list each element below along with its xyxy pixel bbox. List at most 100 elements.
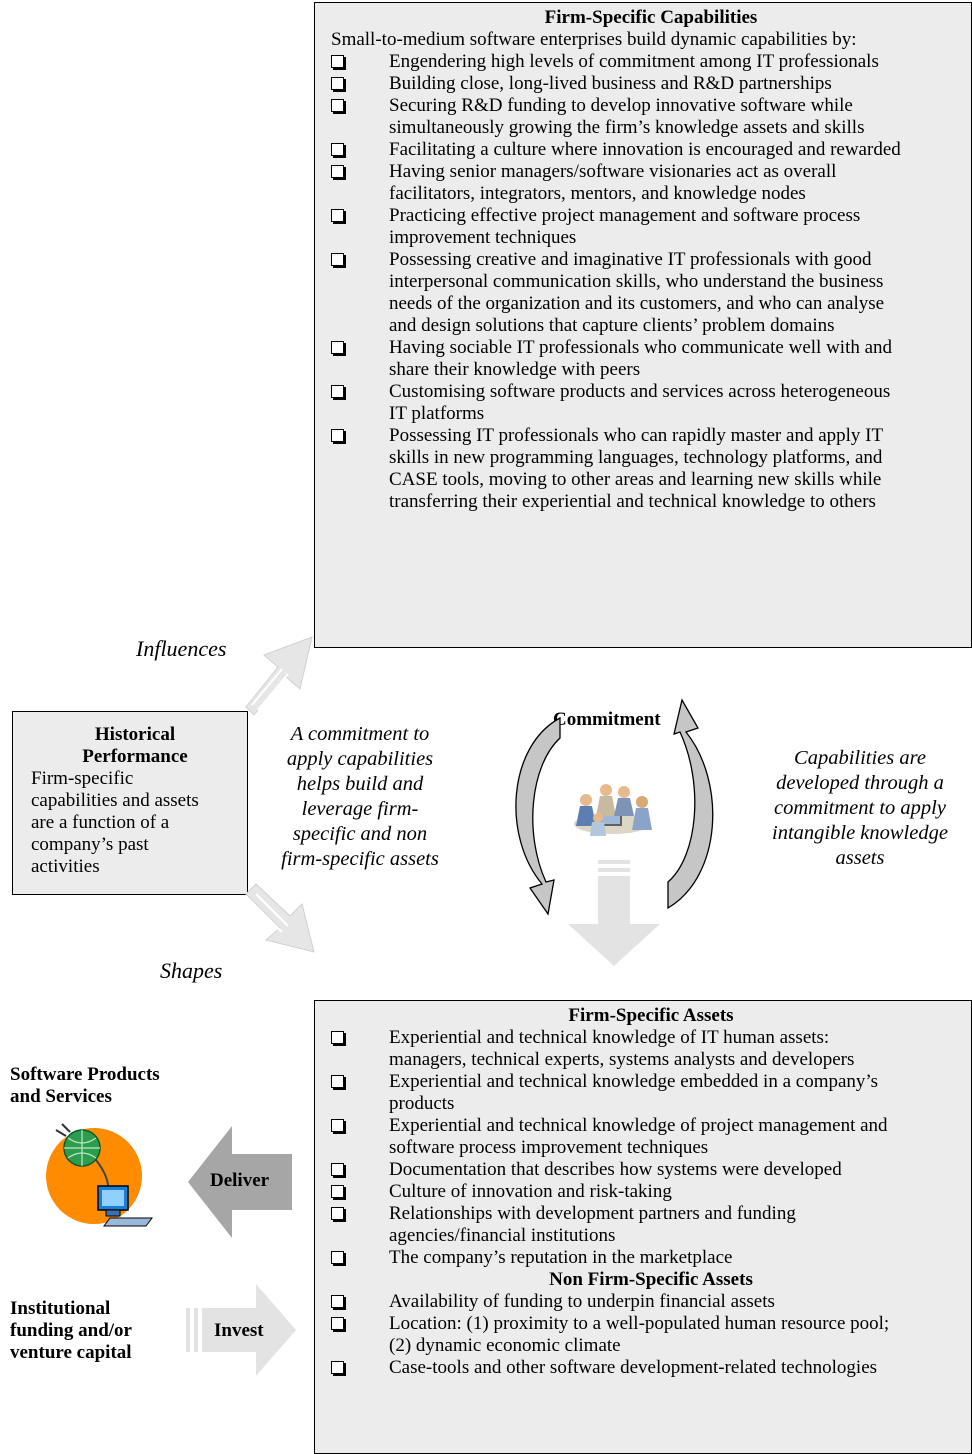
capabilities-list: Engendering high levels of commitment am… [331,51,971,513]
invest-label: Invest [214,1320,264,1341]
influences-label: Influences [136,636,227,661]
historical-body-line: Firm-specific [31,768,134,789]
checklist-item: Location: (1) proximity to a well-popula… [331,1313,971,1357]
checklist-item-text: agencies/financial institutions [389,1225,616,1246]
checkbox-bullet-icon [331,1185,344,1198]
checklist-item: Customising software products and servic… [331,381,971,425]
checklist-item-text: CASE tools, moving to other areas and le… [389,469,882,490]
capabilities-developed-line: intangible knowledge [772,822,948,844]
checklist-item-text: Customising software products and servic… [389,381,891,402]
assets-list: Experiential and technical knowledge of … [331,1027,971,1269]
institutional-funding-line: venture capital [10,1342,132,1363]
checklist-item-text: Facilitating a culture where innovation … [389,139,901,160]
checklist-item-text: IT platforms [389,403,485,424]
checklist-item-text: (2) dynamic economic climate [389,1335,621,1356]
checkbox-bullet-icon [331,1251,344,1264]
checklist-item-text: Experiential and technical knowledge emb… [389,1071,879,1092]
historical-title-1: Historical [94,724,176,745]
checkbox-bullet-icon [331,77,344,90]
checklist-item: Securing R&D funding to develop innovati… [331,95,971,139]
capabilities-box: Firm-Specific Capabilities Small-to-medi… [314,2,972,648]
checklist-item-text: Possessing creative and imaginative IT p… [389,249,872,270]
assets-box: Firm-Specific Assets Experiential and te… [314,1000,972,1454]
checkbox-bullet-icon [331,1119,344,1132]
checklist-item: Relationships with development partners … [331,1203,971,1247]
institutional-funding-line: Institutional [10,1298,111,1319]
checklist-item-text: Securing R&D funding to develop innovati… [389,95,853,116]
checkbox-bullet-icon [331,1031,344,1044]
checklist-item: Case-tools and other software developmen… [331,1357,971,1379]
historical-body-line: activities [31,856,100,877]
capabilities-intro: Small-to-medium software enterprises bui… [331,29,857,50]
capabilities-developed-line: commitment to apply [774,797,946,819]
deliver-arrow [188,1126,292,1238]
checklist-item-text: products [389,1093,455,1114]
checklist-item: Possessing IT professionals who can rapi… [331,425,971,513]
historical-title-2: Performance [82,746,188,767]
checkbox-bullet-icon [331,253,344,266]
checklist-item-text: The company’s reputation in the marketpl… [389,1247,733,1268]
checklist-item: Culture of innovation and risk-taking [331,1181,971,1203]
capabilities-title: Firm-Specific Capabilities [544,7,758,28]
checklist-item: Having senior managers/software visionar… [331,161,971,205]
deliver-label: Deliver [210,1170,270,1191]
checklist-item-text: simultaneously growing the firm’s knowle… [389,117,865,138]
checkbox-bullet-icon [331,1207,344,1220]
checklist-item: Documentation that describes how systems… [331,1159,971,1181]
checkbox-bullet-icon [331,341,344,354]
checklist-item-text: Location: (1) proximity to a well-popula… [389,1313,890,1334]
institutional-funding-line: funding and/or [10,1320,132,1341]
checkbox-bullet-icon [331,1075,344,1088]
checkbox-bullet-icon [331,429,344,442]
checklist-item: Having sociable IT professionals who com… [331,337,971,381]
shapes-label: Shapes [160,958,223,983]
commitment-leverage-line: firm-specific assets [281,848,439,870]
globe-computer-image [46,1123,153,1227]
checklist-item: Experiential and technical knowledge of … [331,1027,971,1071]
assets-title: Firm-Specific Assets [568,1005,734,1026]
checklist-item-text: Engendering high levels of commitment am… [389,51,879,72]
checklist-item: Practicing effective project management … [331,205,971,249]
checklist-item-text: Experiential and technical knowledge of … [389,1027,830,1048]
checklist-item-text: Availability of funding to underpin fina… [389,1291,775,1312]
checklist-item-text: and design solutions that capture client… [389,315,835,336]
checklist-item-text: skills in new programming languages, tec… [389,447,883,468]
checkbox-bullet-icon [331,55,344,68]
checklist-item-text: Documentation that describes how systems… [389,1159,842,1180]
checklist-item-text: improvement techniques [389,227,577,248]
checklist-item-text: transferring their experiential and tech… [389,491,876,512]
checklist-item-text: Having senior managers/software visionar… [389,161,837,182]
commitment-leverage-line: A commitment to [290,723,430,745]
capabilities-developed-line: developed through a [776,772,944,794]
commitment-leverage-line: leverage firm- [301,798,419,820]
checkbox-bullet-icon [331,99,344,112]
checklist-item: Experiential and technical knowledge emb… [331,1071,971,1115]
checklist-item-text: Relationships with development partners … [389,1203,796,1224]
checklist-item-text: Experiential and technical knowledge of … [389,1115,888,1136]
checklist-item: Facilitating a culture where innovation … [331,139,971,161]
commitment-leverage-line: helps build and [296,773,424,795]
checkbox-bullet-icon [331,209,344,222]
checklist-item-text: Case-tools and other software developmen… [389,1357,878,1378]
checklist-item: Availability of funding to underpin fina… [331,1291,971,1313]
historical-body-line: capabilities and assets [31,790,199,811]
checklist-item-text: Practicing effective project management … [389,205,861,226]
down-arrow [568,860,660,966]
non-assets-title: Non Firm-Specific Assets [549,1269,753,1290]
checklist-item-text: interpersonal communication skills, who … [389,271,884,292]
checklist-item-text: managers, technical experts, systems ana… [389,1049,855,1070]
checkbox-bullet-icon [331,385,344,398]
shapes-arrow [245,883,315,953]
historical-body-line: company’s past [31,834,149,855]
software-products-line: Software Products [10,1064,160,1085]
checklist-item: The company’s reputation in the marketpl… [331,1247,971,1269]
capabilities-developed-line: assets [835,847,885,869]
checklist-item-text: Possessing IT professionals who can rapi… [389,425,884,446]
commitment-leverage-line: specific and non [292,823,428,845]
historical-body-line: are a function of a [31,812,170,833]
